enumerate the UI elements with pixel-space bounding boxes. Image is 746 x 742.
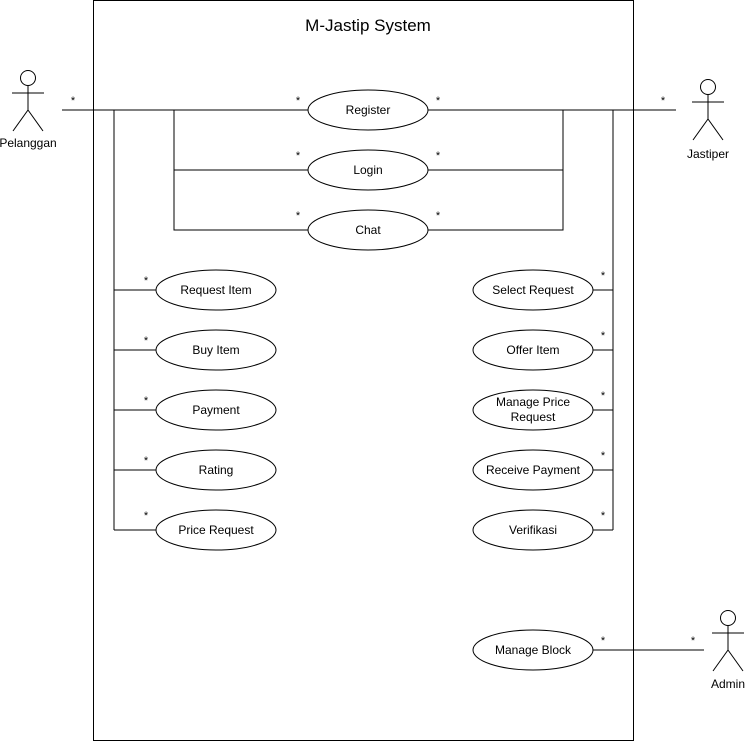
use-case-request-item <box>155 269 277 311</box>
use-case-buy-item <box>155 329 277 371</box>
use-case-price-request <box>155 509 277 551</box>
use-case-payment <box>155 389 277 431</box>
multiplicity-login-right: * <box>436 150 441 162</box>
use-case-buy-item-label: Buy Item <box>192 343 239 357</box>
actor-jastiper-label: Jastiper <box>687 147 729 161</box>
use-case-login-label: Login <box>353 163 382 177</box>
use-case-receive-payment-label: Receive Payment <box>486 463 581 477</box>
use-case-verifikasi <box>472 509 594 551</box>
multiplicity-buy-item: * <box>144 335 149 347</box>
actor-head <box>720 610 736 626</box>
use-case-login <box>307 149 429 191</box>
use-case-manage-price-request-label-line2: Request <box>511 410 556 424</box>
multiplicity-pelanggan-end: * <box>71 95 76 107</box>
actor-admin <box>712 610 744 672</box>
use-case-request-item-label: Request Item <box>180 283 251 297</box>
multiplicity-verifikasi: * <box>601 510 606 522</box>
use-case-chat <box>307 209 429 251</box>
actor-head <box>20 70 36 86</box>
multiplicity-manage-block: * <box>601 635 606 647</box>
use-case-manage-block <box>472 629 594 671</box>
use-case-manage-price-request <box>472 389 594 431</box>
actor-head <box>700 79 716 95</box>
use-case-manage-price-request-label-line1: Manage Price <box>496 395 570 409</box>
multiplicity-manage-price: * <box>601 390 606 402</box>
association-lines <box>62 109 704 651</box>
use-case-register-label: Register <box>346 103 391 117</box>
multiplicity-rating: * <box>144 455 149 467</box>
actor-admin-label: Admin <box>711 677 745 691</box>
use-case-price-request-label: Price Request <box>178 523 254 537</box>
use-case-select-request-label: Select Request <box>492 283 574 297</box>
use-case-manage-block-label: Manage Block <box>495 643 572 657</box>
multiplicity-jastiper-end: * <box>661 95 666 107</box>
multiplicity-receive-payment: * <box>601 450 606 462</box>
multiplicity-register-right: * <box>436 95 441 107</box>
multiplicity-login-left: * <box>296 150 301 162</box>
multiplicity-price-request: * <box>144 510 149 522</box>
use-case-rating-label: Rating <box>199 463 234 477</box>
use-case-verifikasi-label: Verifikasi <box>509 523 557 537</box>
multiplicity-admin-end: * <box>691 635 696 647</box>
use-case-offer-item-label: Offer Item <box>506 343 559 357</box>
use-case-offer-item <box>472 329 594 371</box>
use-case-select-request <box>472 269 594 311</box>
multiplicity-request-item: * <box>144 275 149 287</box>
multiplicity-chat-right: * <box>436 210 441 222</box>
multiplicity-payment: * <box>144 395 149 407</box>
use-case-chat-label: Chat <box>355 223 381 237</box>
multiplicity-select-request: * <box>601 270 606 282</box>
multiplicity-chat-left: * <box>296 210 301 222</box>
use-case-receive-payment <box>472 449 594 491</box>
actor-jastiper <box>692 79 724 141</box>
pelanggan-chat-line <box>173 170 308 231</box>
multiplicity-offer-item: * <box>601 330 606 342</box>
use-case-rating <box>155 449 277 491</box>
actor-pelanggan-label: Pelanggan <box>0 136 57 150</box>
use-case-register <box>307 89 429 131</box>
use-case-payment-label: Payment <box>192 403 240 417</box>
multiplicity-register-left: * <box>296 95 301 107</box>
system-title: M-Jastip System <box>305 16 431 35</box>
jastiper-chat-line <box>428 170 564 231</box>
actor-pelanggan <box>12 70 44 132</box>
